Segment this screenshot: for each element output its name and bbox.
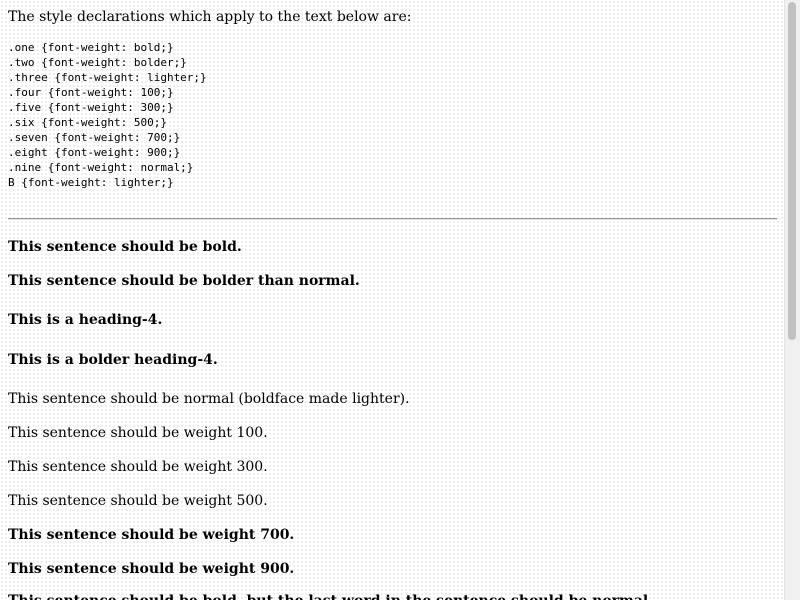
css-rule-three: .three {font-weight: lighter;} [8, 71, 207, 84]
sentence-bold: This sentence should be bold. [8, 239, 242, 255]
css-rule-seven: .seven {font-weight: 700;} [8, 131, 181, 144]
css-rule-four: .four {font-weight: 100;} [8, 86, 174, 99]
css-rule-five: .five {font-weight: 300;} [8, 101, 174, 114]
style-declarations: .one {font-weight: bold;} .two {font-weig… [8, 40, 778, 190]
css-rule-one: .one {font-weight: bold;} [8, 41, 174, 54]
css-rule-b: B {font-weight: lighter;} [8, 176, 174, 189]
sentence-weight-500: This sentence should be weight 500. [8, 493, 268, 509]
sentence-weight-900: This sentence should be weight 900. [8, 561, 295, 577]
intro-text: The style declarations which apply to th… [8, 9, 412, 25]
sentence-lighter: This sentence should be normal (boldface… [8, 391, 410, 407]
heading-4-bolder: This is a bolder heading-4. [8, 352, 218, 368]
css-rule-nine: .nine {font-weight: normal;} [8, 161, 194, 174]
sentence-bolder: This sentence should be bolder than norm… [8, 273, 360, 289]
sentence-bold-last-word-normal: This sentence should be bold, but the la… [8, 592, 653, 600]
vertical-scrollbar[interactable] [784, 0, 800, 600]
css-rule-six: .six {font-weight: 500;} [8, 116, 167, 129]
sentence-weight-300: This sentence should be weight 300. [8, 459, 268, 475]
sentence-weight-100: This sentence should be weight 100. [8, 425, 268, 441]
heading-4: This is a heading-4. [8, 312, 163, 328]
css-rule-two: .two {font-weight: bolder;} [8, 56, 187, 69]
css-rule-eight: .eight {font-weight: 900;} [8, 146, 181, 159]
document-body: The style declarations which apply to th… [8, 8, 778, 190]
sentence-weight-700: This sentence should be weight 700. [8, 527, 295, 543]
scrollbar-thumb[interactable] [788, 2, 796, 340]
horizontal-rule [8, 218, 777, 220]
